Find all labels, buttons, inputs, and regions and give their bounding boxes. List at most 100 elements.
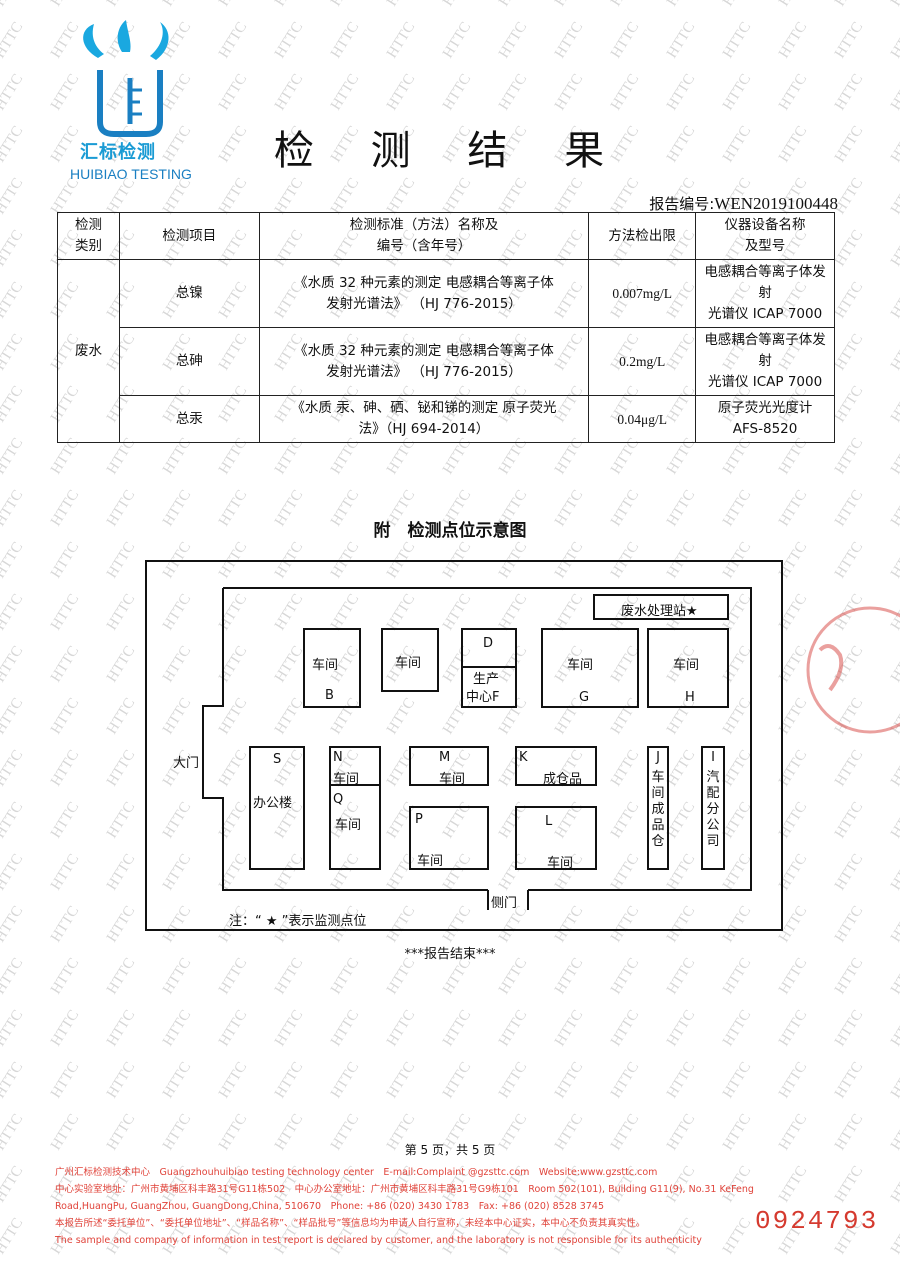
watermark-text: HTTC [887,175,900,218]
watermark-text: HTTC [103,1007,139,1050]
watermark-text: HTTC [607,1007,643,1050]
watermark-text: HTTC [831,539,867,582]
watermark-text: HTTC [831,1163,867,1206]
report-number: 报告编号:WEN2019100448 [649,193,838,214]
header-standard: 检测标准（方法）名称及编号（含年号） [258,212,590,260]
watermark-text: HTTC [495,71,531,114]
watermark-text: HTTC [831,331,867,374]
watermark-text: HTTC [720,0,755,10]
watermark-text: HTTC [0,175,27,218]
watermark-text: HTTC [0,1007,27,1050]
watermark-text: HTTC [439,19,475,62]
watermark-text: HTTC [47,1059,83,1102]
item-cell: 总镍 [118,259,260,328]
office-building-s: S 办公楼 [249,746,305,870]
watermark-text: HTTC [47,799,83,842]
watermark-text: HTTC [663,1007,699,1050]
watermark-text: HTTC [327,1059,363,1102]
watermark-text: HTTC [383,1059,419,1102]
watermark-text: HTTC [0,19,27,62]
watermark-text: HTTC [0,539,27,582]
wastewater-station-label: 废水处理站★ [621,604,698,619]
workshop-warehouse-j: J 车间成品仓 [647,746,669,870]
watermark-text: HTTC [887,1163,900,1206]
header-instrument: 仪器设备名称及型号 [695,212,835,260]
footer-line: 广州汇标检测技术中心 Guangzhouhuibiao testing tech… [55,1167,658,1178]
standard-cell: 《水质 汞、砷、硒、铋和锑的测定 原子荧光法》（HJ 694-2014） [258,395,590,443]
item-cell: 总砷 [118,327,260,396]
watermark-text: HTTC [664,0,699,10]
side-gate-label: 侧门 [491,896,518,911]
watermark-text: HTTC [103,695,139,738]
seal-stamp-icon [806,606,900,734]
watermark-text: HTTC [0,1163,27,1206]
page-title: 检 测 结 果 [273,128,627,174]
watermark-text: HTTC [887,435,900,478]
watermark-text: HTTC [831,19,867,62]
watermark-text: HTTC [831,383,867,426]
watermark-text: HTTC [103,539,139,582]
appendix-title: 附 检测点位示意图 [373,521,527,541]
workshop-p: P 车间 [409,806,489,870]
footer-line: 中心实验室地址：广州市黄埔区科丰路31号G11栋502 中心办公室地址：广州市黄… [55,1184,754,1195]
watermark-text: HTTC [831,851,867,894]
watermark-text: HTTC [0,799,27,842]
workshop-label: 车间 [395,656,422,671]
watermark-text: HTTC [0,643,27,686]
watermark-text: HTTC [439,1059,475,1102]
limit-cell: 0.2mg/L [588,327,697,396]
watermark-text: HTTC [831,435,867,478]
main-gate-label: 大门 [173,756,200,771]
watermark-text: HTTC [888,0,900,10]
workshop-h: 车间 H [647,628,729,708]
watermark-text: HTTC [887,747,900,790]
watermark-text: HTTC [608,0,643,10]
serial-number: 0924793 [755,1206,879,1236]
report-end-mark: ***报告结束*** [404,947,496,962]
watermark-text: HTTC [104,0,139,10]
watermark-text: HTTC [0,383,27,426]
instrument-cell: 电感耦合等离子体发射光谱仪 ICAP 7000 [695,259,835,328]
watermark-text: HTTC [551,1007,587,1050]
watermark-text: HTTC [0,1059,27,1102]
watermark-text: HTTC [663,71,699,114]
watermark-text: HTTC [552,0,587,10]
watermark-text: HTTC [551,71,587,114]
block-letter-k: K [519,750,528,765]
auto-parts-branch-i: I 汽配分公司 [701,746,725,870]
watermark-text: HTTC [832,0,867,10]
watermark-text: HTTC [48,0,83,10]
workshop-label: 车间 [567,658,594,673]
watermark-text: HTTC [551,1059,587,1102]
limit-cell: 0.04μg/L [588,395,697,443]
workshop-label: 车间 [335,818,362,833]
standard-cell: 《水质 32 种元素的测定 电感耦合等离子体发射光谱法》 （HJ 776-201… [258,259,590,328]
office-label: 办公楼 [253,796,293,811]
watermark-text: HTTC [887,1059,900,1102]
workshop-label: 车间 [439,772,466,787]
watermark-text: HTTC [887,903,900,946]
watermark-text: HTTC [887,279,900,322]
site-plan-diagram: 废水处理站★ 车间 B 车间 D 生产 中心F 车间 G 车间 H 大门 S 办… [145,560,785,932]
watermark-text: HTTC [271,1007,307,1050]
block-letter-g: G [579,690,590,705]
watermark-text: HTTC [719,19,755,62]
page-number: 第 5 页，共 5 页 [404,1143,496,1157]
watermark-text: HTTC [327,19,363,62]
watermark-text: HTTC [0,903,27,946]
finished-goods-warehouse-k: K 成仓品 [515,746,597,787]
watermark-text: HTTC [719,1007,755,1050]
watermark-text: HTTC [103,851,139,894]
watermark-text: HTTC [887,1007,900,1050]
block-letter-q: Q [333,792,344,807]
header-item: 检测项目 [118,212,260,260]
footer-line: Road,HuangPu, GuangZhou, GuangDong,China… [55,1201,604,1212]
watermark-text: HTTC [103,1059,139,1102]
watermark-text: HTTC [0,851,27,894]
watermark-text: HTTC [215,19,251,62]
watermark-text: HTTC [271,71,307,114]
watermark-text: HTTC [47,539,83,582]
watermark-text: HTTC [0,331,27,374]
watermark-text: HTTC [103,591,139,634]
watermark-text: HTTC [551,19,587,62]
